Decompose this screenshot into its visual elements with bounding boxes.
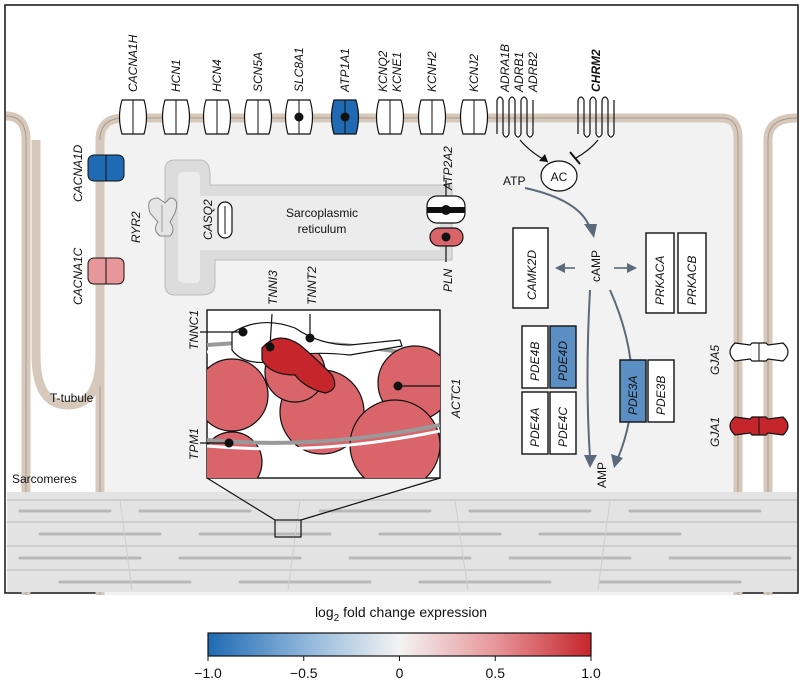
gene-label-hcn1: HCN1	[169, 59, 183, 92]
myofilament-zoom	[200, 309, 441, 479]
pde4b-label: PDE4B	[528, 342, 542, 381]
gene-label-adrb2: ADRB2	[526, 52, 540, 93]
colorbar-tick-label: 1.0	[581, 665, 601, 681]
colorbar-tick-label: −1.0	[194, 665, 222, 681]
prkaca-box	[645, 232, 675, 314]
gene-label-kcne1: KCNE1	[390, 52, 404, 92]
membrane-channel-kcnh2	[417, 99, 447, 135]
t-tubule-label: T-tubule	[50, 391, 94, 405]
sarcomeres-label: Sarcomeres	[12, 472, 77, 486]
zoom-source-box	[274, 519, 302, 538]
ryr2-channel	[148, 197, 178, 237]
atp-label: ATP	[503, 174, 525, 188]
gene-label-kcnj2: KCNJ2	[467, 54, 481, 92]
membrane-channel-kcnq2	[375, 99, 405, 135]
ac-label: AC	[551, 170, 568, 184]
ryr2-label: RYR2	[129, 211, 143, 243]
actc1-label: ACTC1	[449, 379, 463, 419]
membrane-channel-kcnj2	[459, 99, 489, 135]
gene-label-scn5a: SCN5A	[251, 52, 265, 92]
cacna1c-channel	[87, 257, 125, 285]
tnni3-label: TNNI3	[266, 270, 280, 305]
pde4d-label: PDE4D	[556, 341, 570, 381]
pde4a-box	[521, 391, 549, 455]
colorbar-title-suffix: fold change expression	[339, 604, 487, 620]
atp2a2-label: ATP2A2	[441, 146, 455, 191]
prkacb-box	[677, 232, 707, 314]
sr-label-line1: Sarcoplasmic	[286, 206, 358, 220]
gene-label-slc8a1: SLC8A1	[292, 47, 306, 92]
camk2d-box	[512, 227, 549, 309]
pln-label: PLN	[441, 268, 455, 292]
pde4c-box	[549, 391, 577, 455]
amp-label: AMP	[595, 462, 609, 488]
chrm2-receptor	[577, 96, 615, 138]
colorbar-tick-label: −0.5	[290, 665, 318, 681]
sarcoplasmic-reticulum: Sarcoplasmic reticulum	[164, 159, 453, 296]
colorbar-tick-label: 0	[396, 665, 404, 681]
gene-label-kcnh2: KCNH2	[425, 51, 439, 92]
pde3a-label: PDE3A	[626, 376, 640, 415]
gene-label-chrm2: CHRM2	[589, 49, 603, 92]
gene-label-hcn4: HCN4	[210, 59, 224, 92]
gene-label-cacna1h: CACNA1H	[126, 34, 140, 92]
adenylyl-cyclase	[540, 160, 578, 192]
gene-label-atp1a1: ATP1A1	[338, 48, 352, 93]
tnnc1-label: TNNC1	[187, 310, 201, 350]
casq2-label: CASQ2	[201, 199, 215, 240]
membrane-channel-atp1a1	[330, 99, 360, 135]
tpm1-label: TPM1	[187, 428, 201, 460]
membrane-channel-scn5a	[243, 99, 273, 135]
gja5-connexon	[729, 342, 789, 362]
t-tubule-membrane	[31, 140, 105, 410]
cacna1c-label: CACNA1C	[71, 247, 85, 305]
channel-binding-site	[340, 112, 350, 122]
membrane-channel-slc8a1	[284, 99, 314, 135]
gja1-connexon	[729, 416, 789, 436]
pde4b-box	[521, 325, 549, 389]
camk2d-label: CAMK2D	[525, 250, 539, 300]
gene-label-adrb1: ADRB1	[512, 52, 526, 93]
gene-label-kcnq2: KCNQ2	[376, 50, 390, 92]
gene-label-adra1b: ADRA1B	[498, 44, 512, 93]
prkaca-label: PRKACA	[653, 256, 667, 305]
pde3b-box	[647, 359, 675, 423]
colorbar: log2 fold change expression −1.0 −0.5 0 0.5…	[194, 604, 601, 681]
colorbar-title-prefix: log	[315, 604, 334, 620]
gja5-label: GJA5	[708, 345, 722, 375]
membrane-channel-hcn4	[202, 99, 232, 135]
membrane-channel-cacna1h	[118, 99, 148, 135]
prkacb-label: PRKACB	[685, 256, 699, 305]
colorbar-title-sub: 2	[334, 613, 340, 624]
channel-binding-site	[294, 112, 304, 122]
colorbar-tick-label: 0.5	[486, 665, 506, 681]
gja1-label: GJA1	[708, 417, 722, 447]
pde4d-box	[549, 325, 577, 389]
sarcomere-band	[7, 492, 797, 592]
membrane-channel-hcn1	[161, 99, 191, 135]
pde3b-label: PDE3B	[654, 376, 668, 415]
camp-label: cAMP	[589, 250, 603, 282]
pde4a-label: PDE4A	[528, 408, 542, 447]
cacna1d-channel	[87, 154, 125, 182]
atp2a2-pump	[426, 195, 466, 224]
adrb-receptor	[496, 96, 534, 138]
colorbar-title: log2 fold change expression	[315, 604, 487, 624]
sr-label-line2: reticulum	[298, 222, 347, 236]
tnnt2-label: TNNT2	[305, 266, 319, 305]
pde4c-label: PDE4C	[556, 407, 570, 447]
pde3a-box	[619, 359, 647, 423]
cacna1d-label: CACNA1D	[71, 144, 85, 202]
